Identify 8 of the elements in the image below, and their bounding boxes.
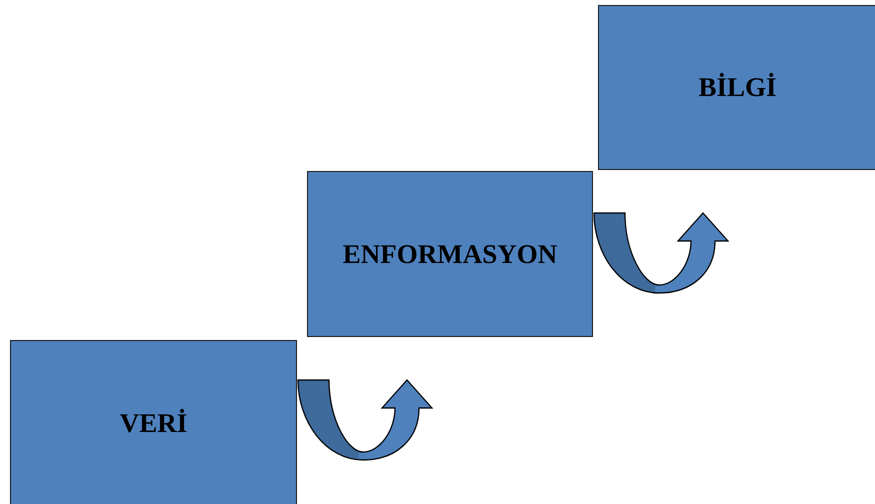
process-box bbox=[598, 5, 875, 170]
box-label: VERİ bbox=[120, 408, 188, 438]
box-label: BİLGİ bbox=[698, 72, 777, 103]
process-box bbox=[10, 340, 297, 504]
u-turn-arrow bbox=[593, 212, 729, 294]
u-turn-arrow bbox=[297, 379, 433, 461]
box-label: ENFORMASYON bbox=[342, 238, 558, 270]
process-box bbox=[307, 171, 593, 337]
